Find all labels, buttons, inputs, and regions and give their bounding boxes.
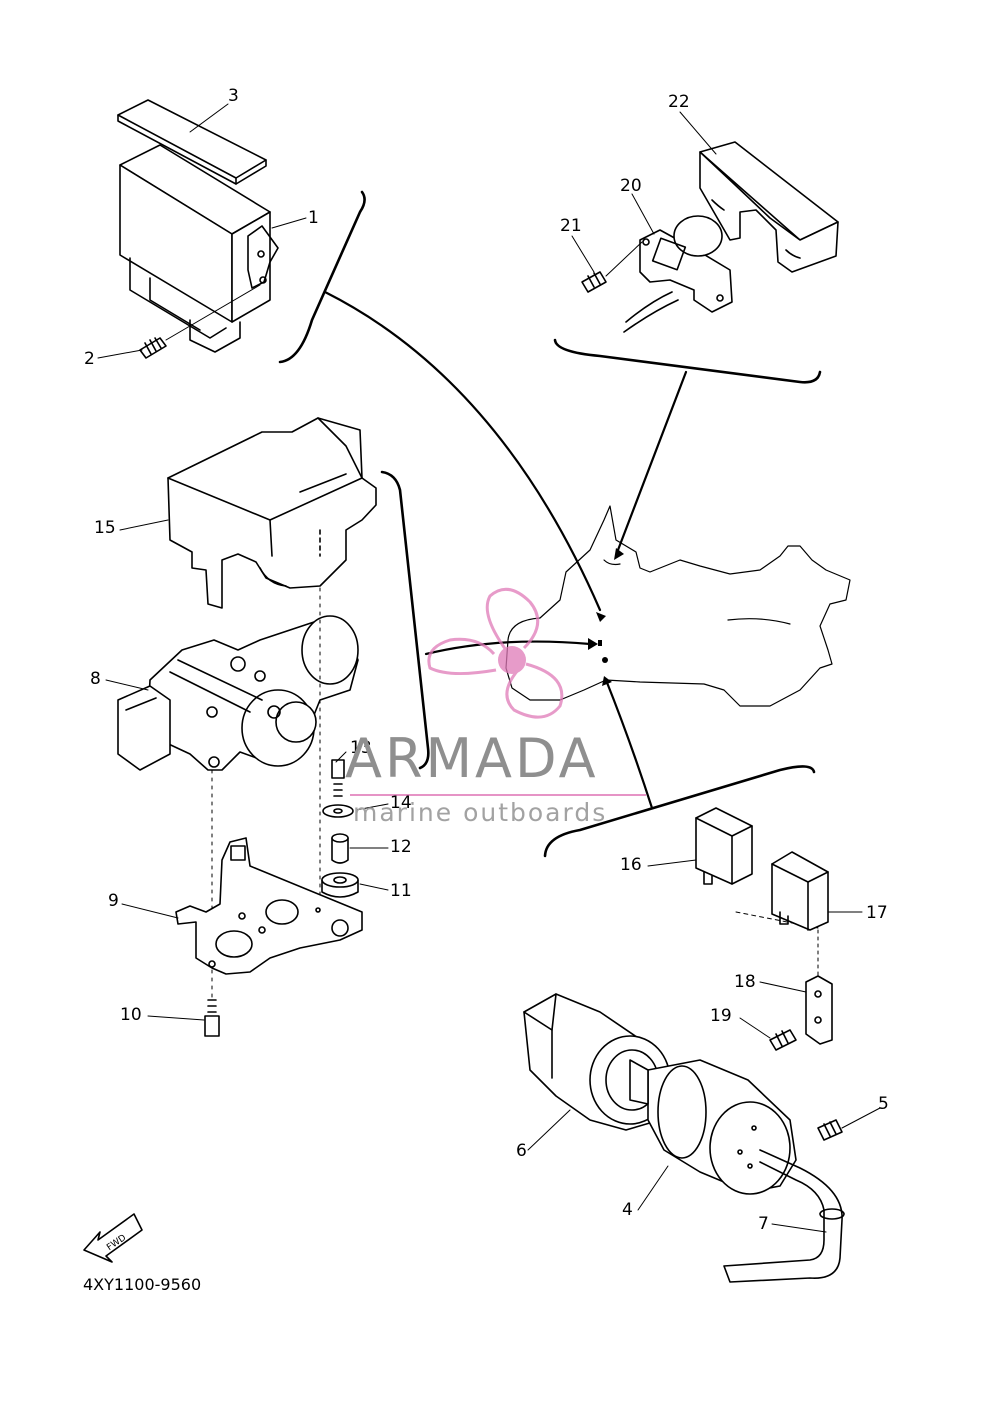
group-bracket-4 (543, 765, 816, 858)
part-11-grommet (321, 872, 359, 898)
part-16-relay (695, 807, 819, 929)
watermark-subtitle: marine outboards (353, 798, 608, 827)
group-bracket-1 (278, 190, 366, 364)
part-20-relay (623, 215, 733, 333)
part-17-relay (771, 851, 829, 931)
part-2-screw (139, 284, 261, 359)
part-9-bracket-plate (175, 837, 363, 975)
watermark-title: ARMADA (345, 727, 599, 790)
callout-8: 8 (90, 669, 101, 689)
part-21-screw (581, 241, 643, 293)
part-4-pump (629, 1059, 797, 1195)
fwd-arrow-icon: FWD (83, 1213, 143, 1263)
callout-21: 21 (560, 216, 582, 236)
callout-12: 12 (390, 837, 412, 857)
diagram-code: 4XY1100-9560 (83, 1275, 202, 1294)
callout-19: 19 (710, 1006, 732, 1026)
part-18-bracket (805, 929, 833, 1045)
callout-16: 16 (620, 855, 642, 875)
callout-7: 7 (758, 1214, 769, 1234)
part-1-control-unit (119, 144, 279, 353)
callout-14: 14 (390, 793, 412, 813)
part-19-screw (769, 1029, 797, 1051)
callout-4: 4 (622, 1200, 633, 1220)
group-bracket-2 (553, 338, 822, 384)
callout-6: 6 (516, 1141, 527, 1161)
motorcycle-silhouette (505, 505, 851, 707)
callout-3: 3 (228, 86, 239, 106)
callout-18: 18 (734, 972, 756, 992)
location-leaders (323, 290, 688, 810)
part-3-pad (117, 99, 267, 185)
callout-2: 2 (84, 349, 95, 369)
part-7-hose (723, 1149, 845, 1283)
callout-15: 15 (94, 518, 116, 538)
part-15-cover (167, 417, 377, 609)
part-22-cover (699, 141, 839, 273)
part-8-hydraulic-unit (117, 587, 359, 1001)
callout-5: 5 (878, 1094, 889, 1114)
callout-9: 9 (108, 891, 119, 911)
part-14-washer (322, 804, 354, 818)
callout-10: 10 (120, 1005, 142, 1025)
part-10-bolt (204, 999, 220, 1037)
group-bracket-3 (380, 470, 430, 770)
callout-13: 13 (350, 738, 372, 758)
callout-leaders (97, 103, 881, 1233)
part-5-screw (817, 1119, 843, 1141)
callout-11: 11 (390, 881, 412, 901)
part-13-bolt (331, 759, 345, 797)
callout-17: 17 (866, 903, 888, 923)
callout-20: 20 (620, 176, 642, 196)
part-12-collar (331, 833, 349, 864)
callout-22: 22 (668, 92, 690, 112)
callout-1: 1 (308, 208, 319, 228)
armada-propeller-logo (427, 587, 564, 719)
